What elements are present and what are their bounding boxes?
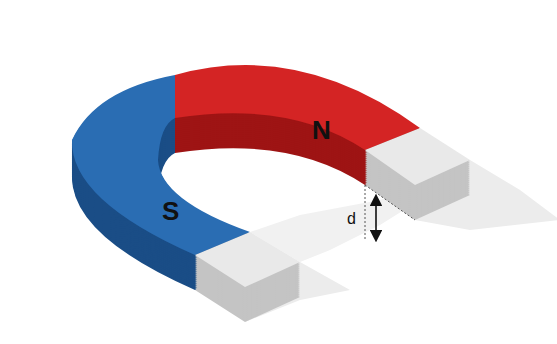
north-face (175, 65, 420, 150)
pole-label: N (312, 117, 331, 143)
dim-line (365, 185, 366, 240)
pole-end (195, 232, 300, 287)
pole-label: S (162, 198, 179, 224)
dim-line (365, 185, 415, 220)
dimension-arrow (375, 200, 377, 236)
pole-end (365, 128, 470, 185)
dimension-label: d (347, 211, 356, 227)
side-slice (175, 66, 420, 151)
magnet-sides (72, 66, 470, 322)
south-face (72, 75, 250, 255)
